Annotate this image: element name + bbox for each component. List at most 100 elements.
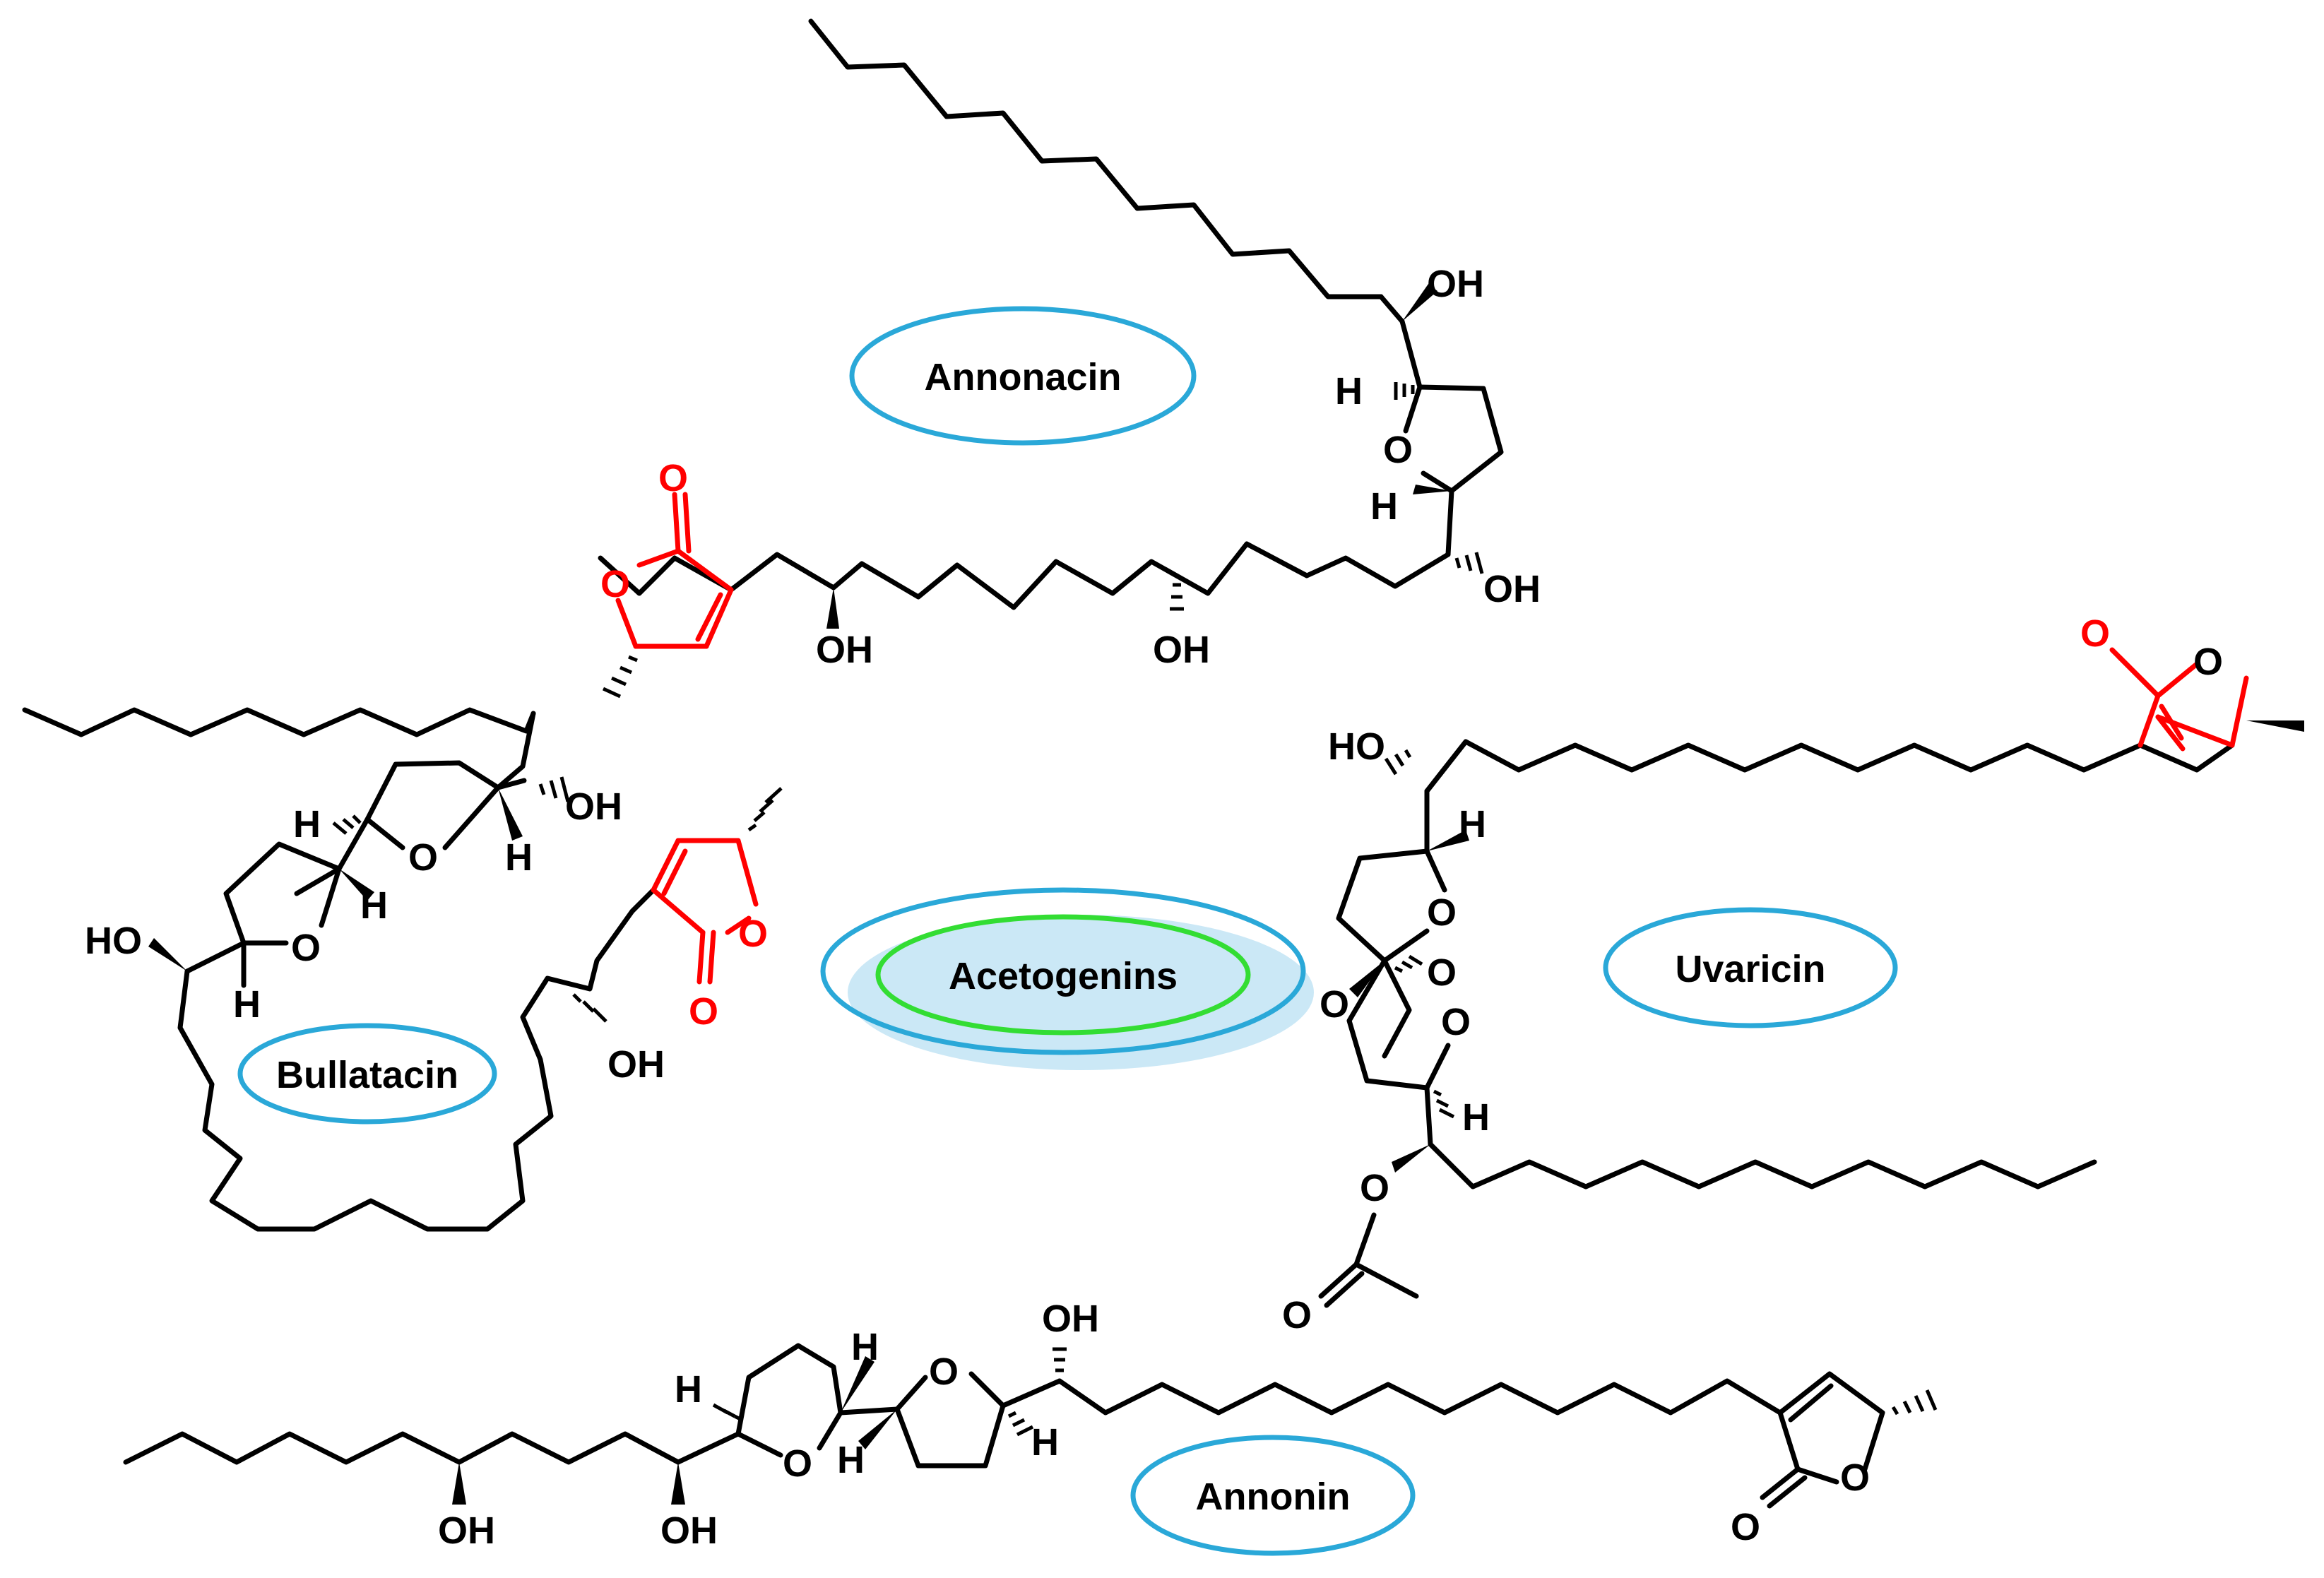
bullatacin-h-bottom: H <box>233 983 261 1026</box>
annonin-thf-ring-2 <box>894 1403 1006 1469</box>
bullatacin-oh-hash-bottom <box>572 993 607 1023</box>
bullatacin-thf2-o-bond-2 <box>319 866 342 928</box>
annonacin-h-hash-1 <box>1394 382 1415 400</box>
annonacin-oh-wedge-left <box>826 588 839 629</box>
annonacin-top-oh: OH <box>1427 263 1484 305</box>
center-inner-ellipse <box>875 914 1251 1036</box>
uvaricin-acetate-bonds <box>1353 1212 1419 1299</box>
annonin-carbonyl-1 <box>1760 1466 1801 1500</box>
annonin-butenolide-c2 <box>1795 1466 1839 1485</box>
uvaricin-o-hash-right <box>1394 954 1423 973</box>
uvaricin-thf-top-oxygen: O <box>1427 891 1457 934</box>
bullatacin-h-mid: H <box>293 803 321 846</box>
annonin-h-wedge-3 <box>858 1409 897 1449</box>
annonin-oh-hash-top <box>1053 1347 1067 1372</box>
uvaricin-butenolide: O <box>2080 612 2249 752</box>
annonin-thf-ring-1 <box>735 1343 843 1451</box>
annonin-thf2-o-bond-1 <box>894 1375 928 1412</box>
bullatacin-lower-chain <box>177 887 656 1232</box>
annonacin-carbinol-to-ring <box>1399 319 1423 390</box>
annonacin-name: Annonacin <box>925 356 1122 398</box>
annonin-thf1-o-bond <box>735 1431 783 1458</box>
annonacin-oh-mid: OH <box>1153 629 1210 671</box>
uvaricin-h-hash-bottom <box>1433 1089 1455 1119</box>
bullatacin-oh-bottom: OH <box>607 1043 665 1086</box>
annonacin-h-2: H <box>1370 485 1398 528</box>
annonin-h-hash-4 <box>1007 1411 1034 1437</box>
uvaricin-upper-chain <box>1424 739 2235 794</box>
bullatacin-h-right: H <box>360 884 388 927</box>
uvaricin-acetate-o: O <box>1360 1167 1389 1209</box>
bullatacin-h-wedge-top <box>498 788 523 841</box>
annonin-carbonyl-2 <box>1767 1475 1808 1509</box>
bullatacin-name-ellipse <box>237 1023 497 1125</box>
annonacin-ring-to-carbinol <box>1445 488 1454 557</box>
annonin-carbonyl-o: O <box>1731 1506 1760 1548</box>
svg-text:O: O <box>738 913 768 955</box>
annonin-thf2-oxygen: O <box>929 1351 959 1393</box>
uvaricin-acetate-carbonyl-o: O <box>1282 1294 1312 1336</box>
annonin-h-hash-1 <box>712 1403 743 1422</box>
svg-text:O: O <box>658 457 688 499</box>
uvaricin-ho-top: HO <box>1328 725 1385 768</box>
annonin-oh-top: OH <box>1042 1298 1099 1340</box>
uvaricin-ho-hash <box>1384 749 1412 776</box>
molecule-bullatacin: Bullatacin OH O H H O H HO <box>22 707 783 1232</box>
annonin-oh-right: OH <box>660 1509 718 1552</box>
annonin-name: Annonin <box>1196 1476 1351 1518</box>
annonin-thf1-oxygen: O <box>783 1442 812 1485</box>
annonin-methyl-hash <box>1891 1389 1938 1416</box>
uvaricin-thf-bottom-oxygen: O <box>1441 1001 1471 1043</box>
uvaricin-carbinol-top <box>1424 739 1469 794</box>
uvaricin-thf-ring-bottom <box>1382 958 1412 1059</box>
annonin-butenolide-ring-o: O <box>1840 1457 1870 1499</box>
bullatacin-thf-ring-1 <box>364 760 501 822</box>
center-label-group: Acetogenins <box>820 887 1314 1070</box>
bullatacin-h-top: H <box>505 836 533 879</box>
center-outer-ellipse <box>820 887 1306 1055</box>
uvaricin-thf-ring-bottom-b <box>1346 958 1451 1091</box>
annonin-oh-wedge-right <box>671 1462 685 1505</box>
bullatacin-ho: HO <box>85 920 142 962</box>
annonin-thf2-o-bond-2 <box>968 1371 1006 1408</box>
annonin-h-wedge-2 <box>841 1356 875 1413</box>
annonacin-h-wedge-2 <box>1413 485 1452 494</box>
bullatacin-ring2-to-carbinol <box>184 940 247 974</box>
bullatacin-thf2-oxygen: O <box>291 927 321 969</box>
uvaricin-acetate-carbonyl-1 <box>1318 1262 1359 1299</box>
uvaricin-thf-top-o-bond <box>1424 848 1447 893</box>
svg-text:O: O <box>689 990 718 1033</box>
annonin-left-chain <box>123 1431 681 1465</box>
svg-text:O: O <box>2080 612 2110 655</box>
uvaricin-thf-ring-top <box>1336 848 1430 963</box>
annonacin-thf-o-bond-2 <box>1421 470 1454 494</box>
annonin-right-chain <box>1057 1378 1783 1416</box>
uvaricin-name: Uvaricin <box>1675 948 1825 990</box>
annonacin-chain-to-carbinol <box>1378 294 1405 324</box>
uvaricin-h-wedge-top <box>1427 830 1469 851</box>
bullatacin-ho-wedge <box>148 938 187 971</box>
bullatacin-chain-upper <box>495 711 536 790</box>
annonacin-thf-o-bond-1 <box>1403 384 1423 434</box>
uvaricin-h-top: H <box>1459 803 1486 846</box>
annonacin-thf-oxygen: O <box>1383 429 1413 471</box>
uvaricin-ring-to-carbinol-bottom <box>1424 1085 1433 1147</box>
bullatacin-methyl-hash <box>747 787 783 832</box>
annonin-butenolide-ring <box>1777 1371 1885 1472</box>
uvaricin-lower-chain <box>1428 1141 2097 1190</box>
bullatacin-thf1-oxygen: O <box>408 836 438 879</box>
annonin-h-1: H <box>675 1368 702 1411</box>
annonacin-oh-left: OH <box>816 629 873 671</box>
annonin-carbinol-to-ring <box>675 1431 741 1465</box>
annonin-ring-to-carbinol <box>1000 1378 1062 1408</box>
annonin-butenolide-double <box>1788 1383 1834 1423</box>
annonacin-alkyl-chain <box>808 18 1384 299</box>
annonacin-butenolide: O O <box>600 457 734 649</box>
annonacin-h-1: H <box>1335 370 1363 413</box>
bullatacin-oh-top: OH <box>565 785 622 828</box>
bullatacin-h-wedge-mid <box>339 869 374 901</box>
molecule-uvaricin: Uvaricin HO O H O O O <box>1282 612 2304 1336</box>
svg-text:O: O <box>600 563 630 605</box>
uvaricin-ring-oxygen: O <box>2193 641 2223 683</box>
